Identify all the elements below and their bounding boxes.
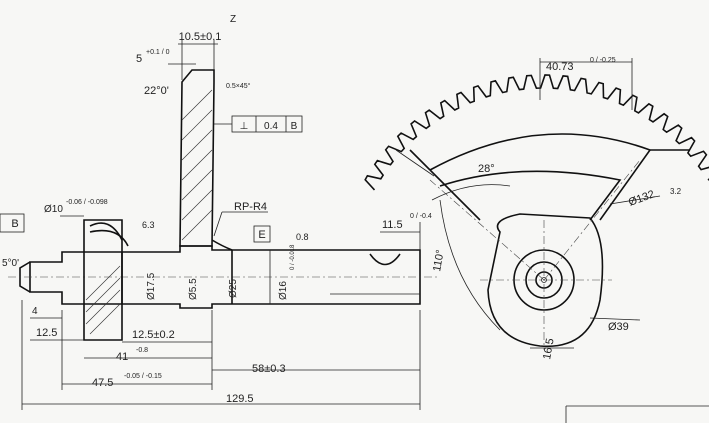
shaft-side-view [8, 69, 440, 341]
dim-left-angle: 5°0' [2, 258, 19, 269]
dim-dia-16-base: Ø16 [278, 281, 289, 300]
dim-top-label: Z [230, 14, 236, 25]
dim-total-len: 129.5 [226, 393, 254, 405]
dim-roughness-08: 0.8 [296, 232, 309, 242]
dim-right-len-base: 11.5 [382, 219, 403, 231]
dim-len-41-tol: -0.8 [136, 347, 148, 354]
gear-chord-base: 40.73 [546, 61, 574, 73]
gear-dia-132: Ø132 [627, 188, 656, 208]
gear-angle-28: 28° [478, 163, 495, 175]
flatness-frame: ⊥ 0.4 B [214, 115, 303, 133]
datum-b-box: B [0, 213, 25, 233]
dim-len-475-tol: -0.05 / -0.15 [124, 373, 162, 380]
hub-dia-39: Ø39 [608, 321, 629, 333]
dim-chamfer: 0.5×45° [226, 82, 251, 90]
title-block-corner [565, 405, 709, 423]
left-dimension-lines [21, 40, 421, 410]
dim-dia-25: Ø25 [228, 279, 239, 298]
gear-dimension-lines [395, 58, 661, 349]
datum-b-label: B [11, 218, 18, 230]
dim-radius: RP-R4 [234, 201, 267, 213]
dim-len-4: 4 [32, 306, 38, 317]
dim-len-125-mid: 12.5±0.2 [132, 329, 175, 341]
dim-offset-tol: +0.1 / 0 [146, 49, 170, 56]
flatness-datum: B [291, 121, 298, 132]
dim-shaft-dia-tol: -0.06 / -0.098 [66, 199, 108, 206]
dim-dia-55: Ø5.5 [188, 278, 199, 300]
dim-angle-22: 22°0' [144, 85, 169, 97]
dim-len-125-left: 12.5 [36, 327, 57, 339]
dim-right-len-tol: 0 / -0.4 [410, 213, 432, 220]
dim-len-41: 41 [116, 351, 128, 363]
dim-offset-base: 5 [136, 53, 142, 65]
gear-roughness: 3.2 [670, 187, 682, 196]
gear-angle-110: 110° [431, 249, 447, 273]
dim-shaft-dia-base: Ø10 [44, 204, 63, 215]
flatness-value: 0.4 [264, 121, 278, 132]
left-dimension-labels: 10.5±0.1 Z 5 +0.1 / 0 22°0' 0.5×45° Ø10 … [2, 14, 432, 405]
dim-dia-175: Ø17.5 [146, 272, 157, 300]
datum-e-label: E [258, 229, 265, 241]
dim-dia-16-tol: 0 / -0.018 [290, 244, 296, 270]
datum-e-box: E [253, 225, 271, 243]
hub-hatch [85, 265, 121, 335]
dim-len-475-base: 47.5 [92, 377, 113, 389]
dim-len-58: 58±0.3 [252, 363, 286, 375]
gear-dimension-labels: 40.73 0 / -0.25 28° 110° Ø132 3.2 Ø39 16… [431, 57, 682, 361]
lever-hatch [181, 89, 213, 241]
hub-len-165: 16.5 [541, 337, 557, 360]
gear-sector-view [364, 74, 709, 350]
dim-roughness-63: 6.3 [142, 220, 155, 230]
gear-chord-tol: 0 / -0.25 [590, 57, 616, 64]
dim-top-width: 10.5±0.1 [179, 31, 222, 43]
flatness-symbol: ⊥ [240, 121, 249, 132]
